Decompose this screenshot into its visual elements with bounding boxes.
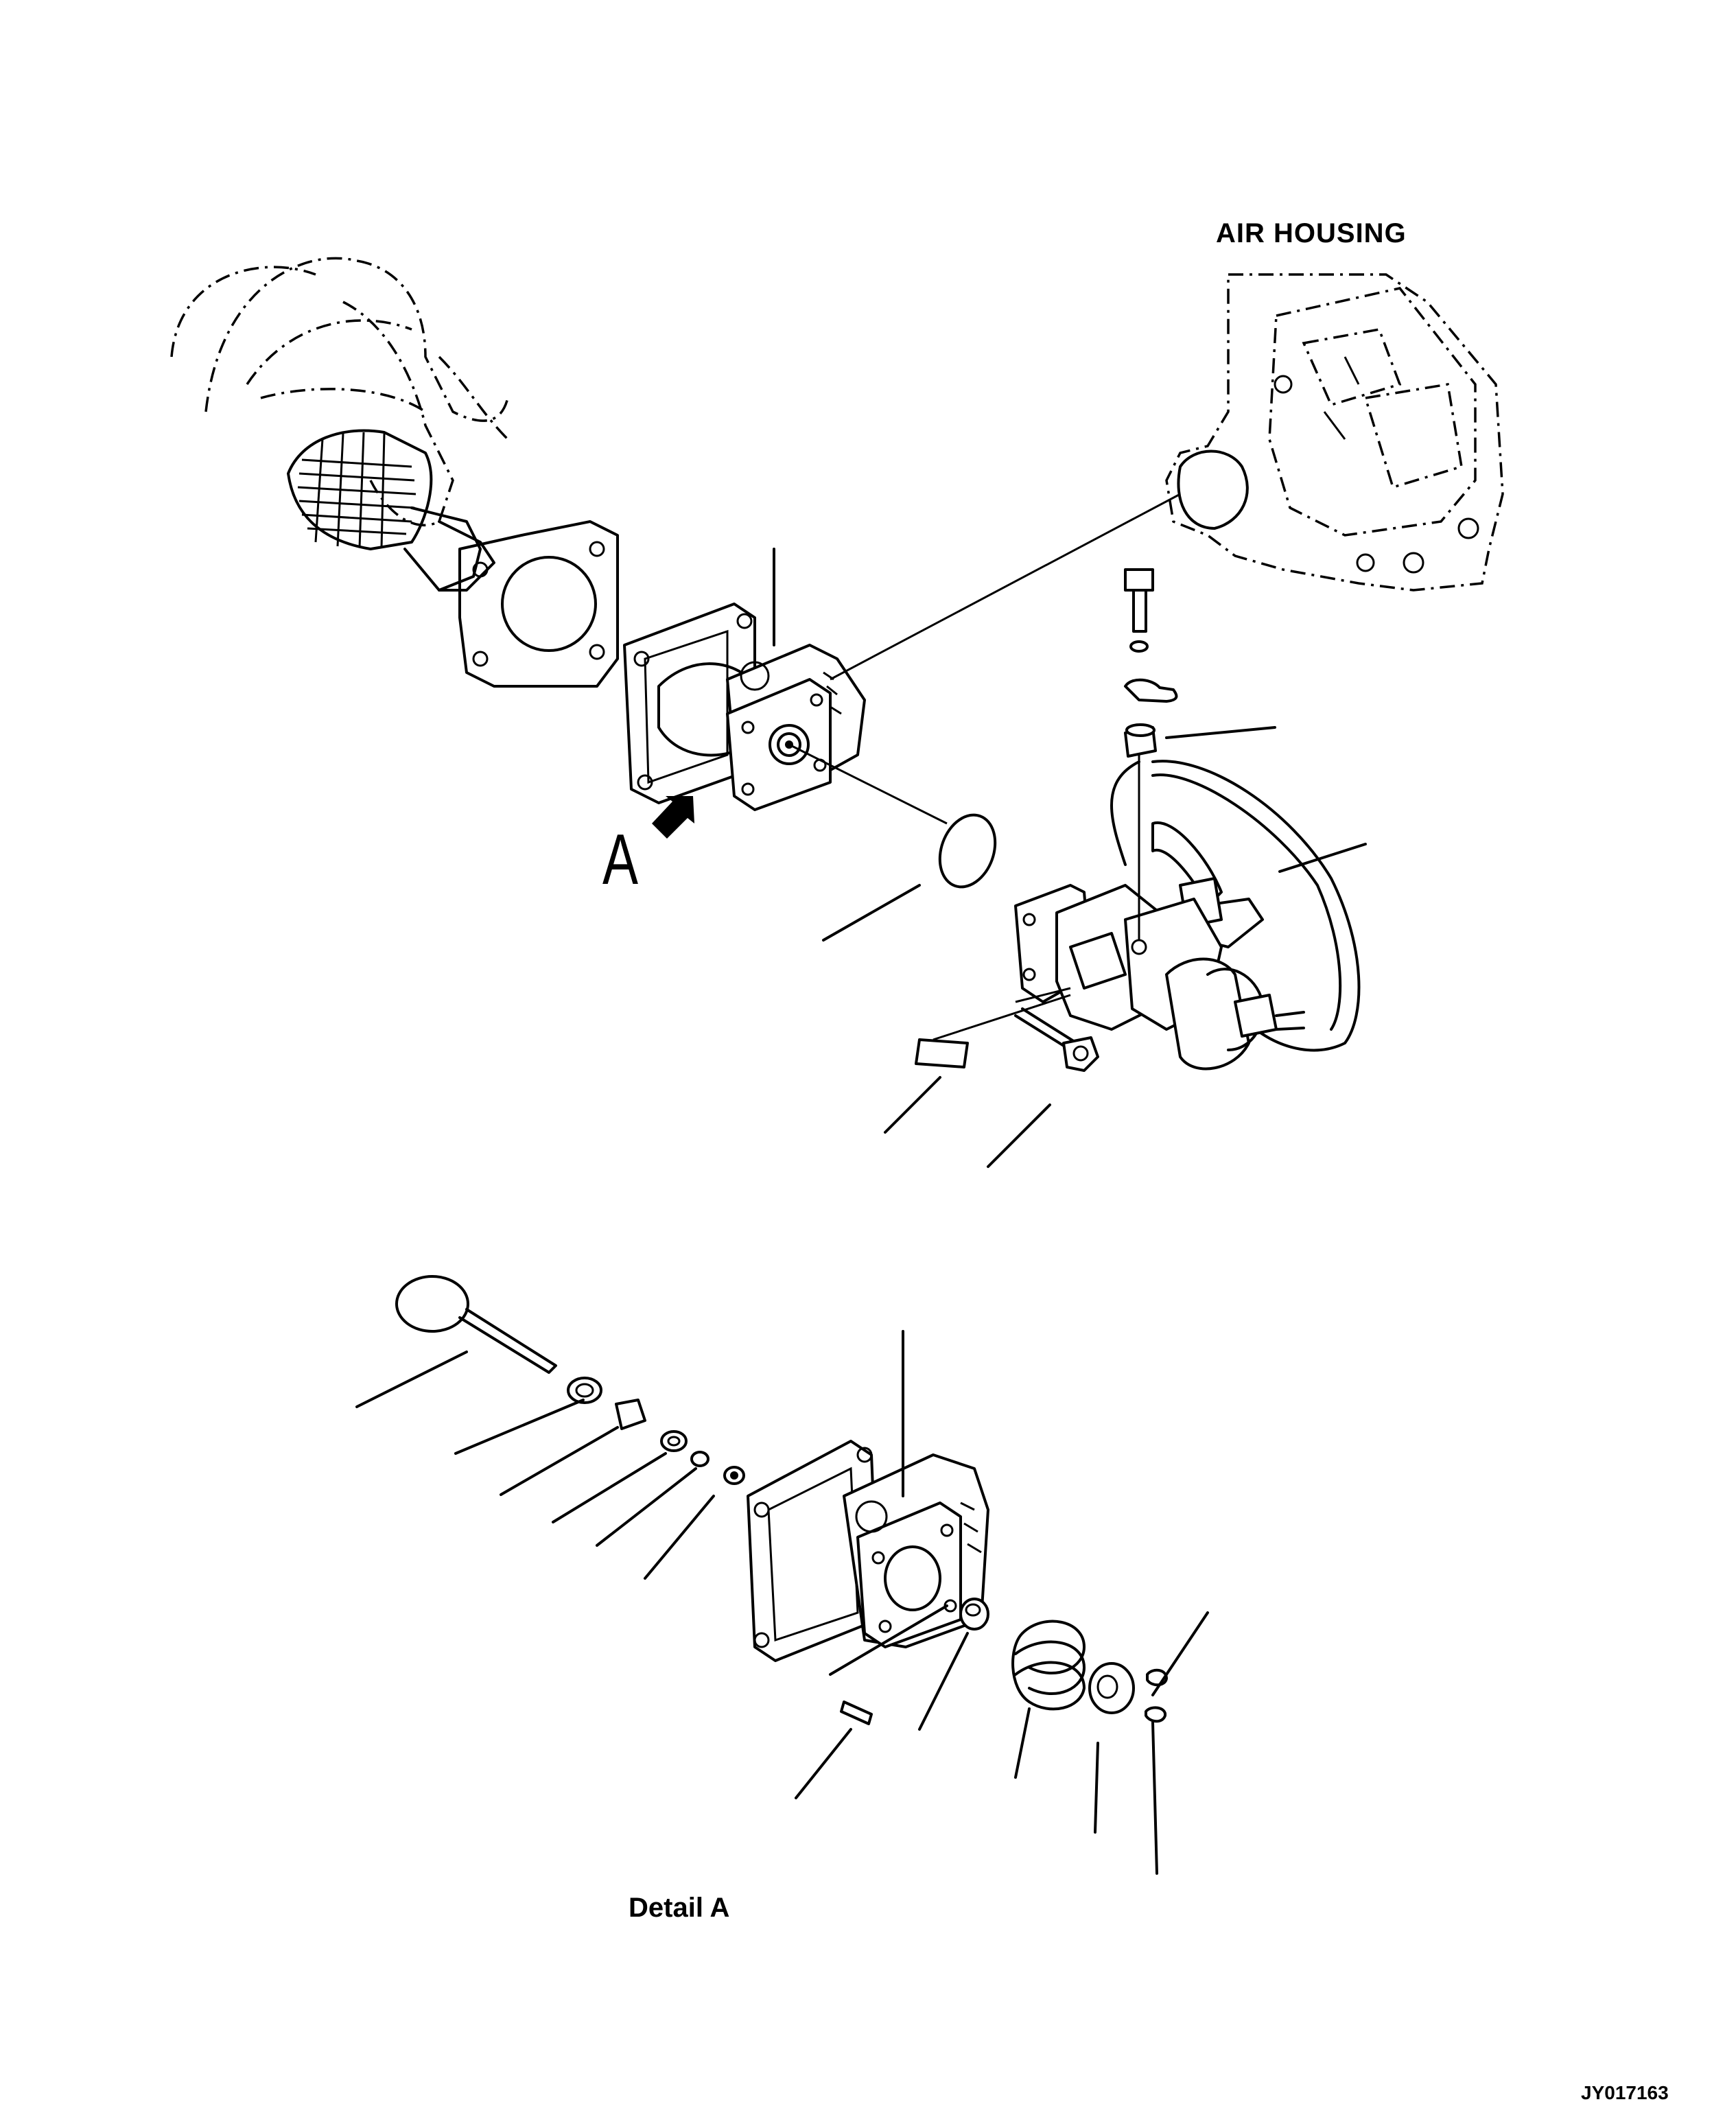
upper-leader-lines — [773, 548, 1367, 1168]
nameplate — [915, 1038, 969, 1068]
o-ring — [938, 813, 997, 889]
exhaust-pipe-phantom — [170, 257, 619, 688]
detail-valve-stem — [395, 1275, 557, 1374]
air-housing-label: AIR HOUSING — [1216, 218, 1407, 248]
valve-housing — [623, 603, 866, 811]
view-arrow — [652, 796, 694, 839]
detail-small-parts — [567, 1377, 745, 1485]
bolt-stack — [1124, 568, 1178, 758]
assembly-center-lines — [788, 493, 1181, 1041]
detail-a-label: Detail A — [629, 1893, 730, 1923]
view-letter-a: A — [602, 820, 639, 900]
air-housing-phantom — [1165, 273, 1504, 592]
actuator-assembly — [1014, 760, 1361, 1071]
drawing-id: JY017163 — [1581, 2082, 1669, 2103]
flange-bolt — [1014, 1007, 1099, 1072]
detail-lower-parts — [840, 1598, 1168, 1725]
detail-housing — [747, 1440, 989, 1662]
detail-leader-lines — [355, 1330, 1209, 1875]
